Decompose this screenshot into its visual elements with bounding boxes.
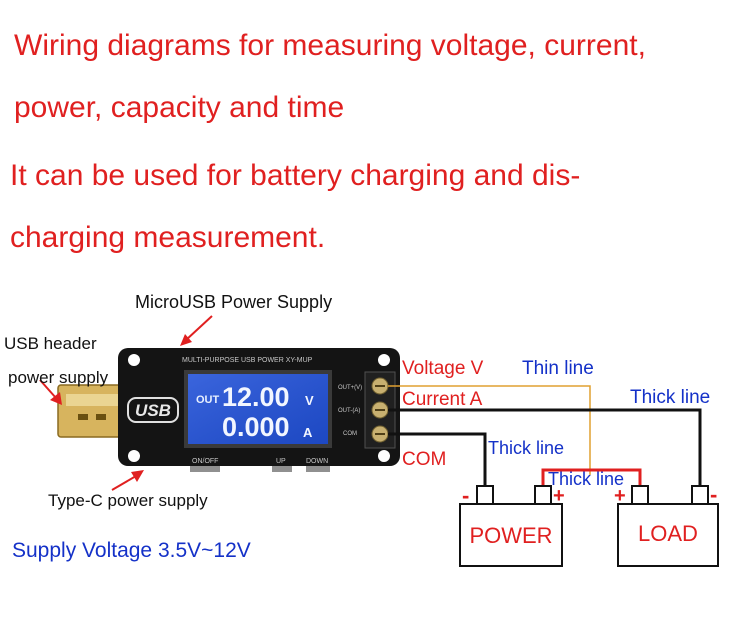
terminal-label-v: OUT+(V) xyxy=(338,385,362,391)
thick-line-label-red: Thick line xyxy=(548,469,625,489)
power-minus-sign: - xyxy=(462,483,469,508)
terminal-label-com: COM xyxy=(343,431,357,437)
load-box-label: LOAD xyxy=(638,521,698,546)
usb-header-label-1: USB header xyxy=(4,334,97,353)
up-button xyxy=(272,466,292,472)
thick-wire-load xyxy=(388,408,702,486)
lcd-voltage-reading: 12.00 xyxy=(222,382,290,412)
device-board: MULTI-PURPOSE USB POWER XY-MUP USB OUT 1… xyxy=(118,348,400,472)
wires xyxy=(388,385,702,486)
lcd-current-unit: A xyxy=(303,425,313,440)
annotation-arrows xyxy=(39,315,213,491)
microusb-label: MicroUSB Power Supply xyxy=(135,292,333,312)
thick-wire-red xyxy=(541,468,642,486)
load-device: LOAD + - xyxy=(614,482,719,567)
power-battery: POWER - + xyxy=(459,483,565,567)
device-title: MULTI-PURPOSE USB POWER XY-MUP xyxy=(182,357,313,364)
thick-wire-power xyxy=(388,432,487,486)
header-line-2: power, capacity and time xyxy=(14,91,345,124)
button-label-down: DOWN xyxy=(306,458,328,465)
header-line-1: Wiring diagrams for measuring voltage, c… xyxy=(14,29,646,62)
usb-logo: USB xyxy=(135,401,171,420)
load-plus-sign: + xyxy=(614,485,626,507)
lcd-voltage-unit: V xyxy=(305,393,314,408)
lcd-current-reading: 0.000 xyxy=(222,412,290,442)
current-a-label: Current A xyxy=(402,389,483,410)
supply-voltage-label: Supply Voltage 3.5V~12V xyxy=(12,539,251,562)
com-label: COM xyxy=(402,449,447,470)
thick-line-label-right: Thick line xyxy=(630,387,711,408)
button-label-onoff: ON/OFF xyxy=(192,458,218,465)
power-plus-sign: + xyxy=(553,485,565,507)
thick-line-label-middle: Thick line xyxy=(488,438,565,458)
thin-wire xyxy=(388,385,591,475)
voltage-v-label: Voltage V xyxy=(402,358,484,379)
button-label-up: UP xyxy=(276,458,286,465)
onoff-button xyxy=(190,466,220,472)
terminal-label-a: OUT-(A) xyxy=(338,408,360,414)
header-line-4: charging measurement. xyxy=(10,221,326,254)
usb-plug xyxy=(57,384,131,438)
load-minus-sign: - xyxy=(710,482,717,507)
down-button xyxy=(306,466,330,472)
header-line-3: It can be used for battery charging and … xyxy=(10,159,581,192)
typec-label: Type-C power supply xyxy=(48,491,208,510)
usb-header-label-2: power supply xyxy=(8,368,109,387)
power-box-label: POWER xyxy=(469,523,552,548)
thin-line-label: Thin line xyxy=(522,358,594,379)
lcd-out-label: OUT xyxy=(196,394,220,406)
